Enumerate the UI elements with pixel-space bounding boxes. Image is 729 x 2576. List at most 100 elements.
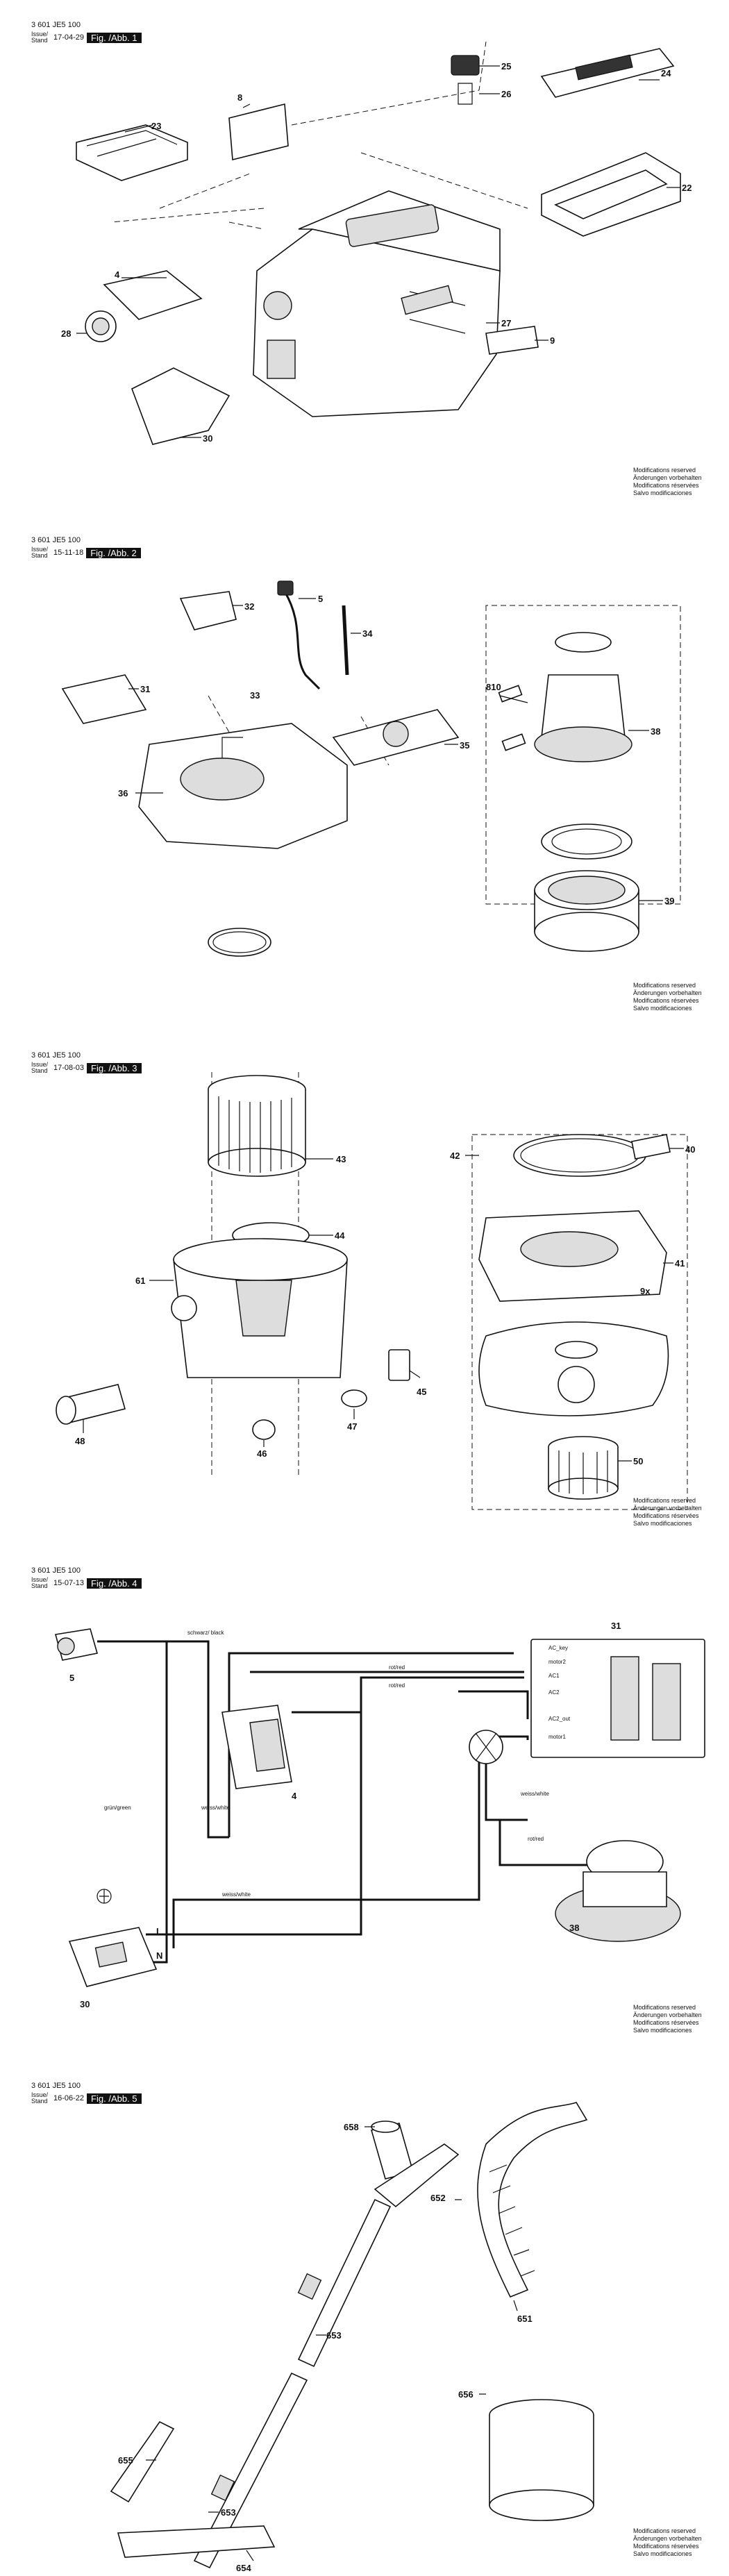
issue-date: 16-06-22 <box>53 2093 85 2102</box>
callout-25: 25 <box>501 61 511 72</box>
callout-labels: 23 8 25 26 24 22 4 28 27 9 30 <box>61 61 692 444</box>
sheet-header: 3 601 JE5 100 Issue/ Stand 17-04-29 Fig.… <box>31 21 142 44</box>
issue-label: Issue/ Stand <box>31 31 49 44</box>
wire-label-red-1: rot/red <box>389 1664 405 1671</box>
part-number: 3 601 JE5 100 <box>31 2082 81 2090</box>
modifications-note: Modifications reserved Änderungen vorbeh… <box>633 2527 702 2558</box>
callout-652: 652 <box>430 2193 446 2203</box>
issue-label: Issue/ Stand <box>31 1576 49 1589</box>
mod-fr: Modifications réservées <box>633 2543 699 2550</box>
callout-8: 8 <box>237 92 242 103</box>
callout-651: 651 <box>517 2314 533 2324</box>
mod-en: Modifications reserved <box>633 982 696 989</box>
accessories-view: 658 652 651 653 655 656 653 654 <box>110 2102 594 2573</box>
pin-n: N <box>156 1950 162 1961</box>
terminal-motor2: motor2 <box>548 1659 566 1665</box>
wire-label-white-1: weiss/white <box>201 1805 230 1811</box>
callout-42: 42 <box>450 1151 460 1161</box>
callout-653-upper: 653 <box>326 2330 342 2341</box>
part-number: 3 601 JE5 100 <box>31 536 81 544</box>
exploded-view-1: 23 8 25 26 24 22 4 28 27 9 30 <box>61 41 692 445</box>
issue-label: Issue/ Stand <box>31 1061 49 1074</box>
part-number: 3 601 JE5 100 <box>31 1051 81 1060</box>
issue-date: 17-04-29 <box>53 33 85 42</box>
mod-de: Änderungen vorbehalten <box>633 474 702 481</box>
callout-41: 41 <box>675 1258 685 1269</box>
modifications-note: Modifications reserved Änderungen vorbeh… <box>633 1497 702 1528</box>
terminal-ac2: AC2 <box>548 1689 560 1696</box>
mod-es: Salvo modificaciones <box>633 490 692 496</box>
callout-4: 4 <box>115 269 120 280</box>
mod-en: Modifications reserved <box>633 467 696 474</box>
callout-labels: 32 5 34 31 33 35 810 38 36 39 <box>118 594 674 906</box>
callout-38: 38 <box>651 726 660 737</box>
sheet-fig-1: 3 601 JE5 100 Issue/ Stand 17-04-29 Fig.… <box>0 0 729 515</box>
callout-32: 32 <box>244 601 254 612</box>
callout-43: 43 <box>336 1154 346 1164</box>
part-number: 3 601 JE5 100 <box>31 1566 81 1575</box>
mod-es: Salvo modificaciones <box>633 1005 692 1012</box>
callout-24: 24 <box>661 68 671 78</box>
wire-label-white-2: weiss/white <box>520 1791 549 1797</box>
mod-fr: Modifications réservées <box>633 482 699 489</box>
wire-label-green: grün/green <box>104 1805 131 1811</box>
exploded-view-2: 32 5 34 31 33 35 810 38 36 39 <box>61 580 681 957</box>
terminal-motor1: motor1 <box>548 1734 566 1740</box>
figure-label: Fig. /Abb. 3 <box>87 1062 142 1073</box>
callout-39: 39 <box>664 896 674 906</box>
sheet-fig-5: 3 601 JE5 100 Issue/ Stand 16-06-22 Fig.… <box>0 2061 729 2576</box>
mod-de: Änderungen vorbehalten <box>633 2012 702 2018</box>
callout-30: 30 <box>203 433 212 444</box>
wire-label-red-3: rot/red <box>528 1836 544 1842</box>
modifications-note: Modifications reserved Änderungen vorbeh… <box>633 2004 702 2034</box>
issue-date: 15-07-13 <box>53 1578 85 1587</box>
issue-date: 15-11-18 <box>53 548 84 557</box>
terminal-ac-key: AC_key <box>548 1645 568 1651</box>
mod-fr: Modifications réservées <box>633 2019 699 2026</box>
terminals: AC_key motor2 AC1 AC2 AC2_out motor1 <box>548 1645 571 1740</box>
callout-656: 656 <box>458 2389 474 2400</box>
mod-fr: Modifications réservées <box>633 1512 699 1519</box>
wire-label-red-2: rot/red <box>389 1682 405 1689</box>
callout-9: 9 <box>550 335 555 346</box>
mod-en: Modifications reserved <box>633 2004 696 2011</box>
callout-9x: 9x <box>640 1286 651 1296</box>
callout-28: 28 <box>61 328 71 339</box>
terminal-ac2-out: AC2_out <box>548 1716 571 1722</box>
issue-date: 17-08-03 <box>53 1063 85 1072</box>
figure-label: Fig. /Abb. 1 <box>87 32 142 43</box>
mod-fr: Modifications réservées <box>633 997 699 1004</box>
callout-38: 38 <box>569 1923 579 1933</box>
callout-22: 22 <box>682 183 692 193</box>
exploded-view-3: 43 42 40 44 61 41 9x 45 47 48 46 50 <box>56 1072 695 1510</box>
callout-48: 48 <box>75 1436 85 1446</box>
mod-de: Änderungen vorbehalten <box>633 2535 702 2542</box>
mod-en: Modifications reserved <box>633 1497 696 1504</box>
figure-label: Fig. /Abb. 4 <box>87 1578 142 1589</box>
pin-l: L <box>156 1926 162 1937</box>
callout-26: 26 <box>501 89 511 99</box>
sheet-fig-3: 3 601 JE5 100 Issue/ Stand 17-08-03 Fig.… <box>0 1030 729 1546</box>
mod-es: Salvo modificaciones <box>633 1520 692 1527</box>
callout-4: 4 <box>292 1791 297 1801</box>
wire-label-black: schwarz/ black <box>187 1630 224 1636</box>
terminal-ac1: AC1 <box>548 1673 560 1679</box>
wire-label-white-3: weiss/white <box>221 1891 251 1898</box>
callout-35: 35 <box>460 740 469 751</box>
callout-31: 31 <box>611 1621 621 1631</box>
sheet-fig-2: 3 601 JE5 100 Issue/ Stand 15-11-18 Fig.… <box>0 515 729 1030</box>
callout-34: 34 <box>362 628 373 639</box>
callout-61: 61 <box>135 1276 145 1286</box>
callout-44: 44 <box>335 1230 345 1241</box>
callout-653-lower: 653 <box>221 2507 236 2518</box>
callout-45: 45 <box>417 1387 426 1397</box>
figure-label: Fig. /Abb. 5 <box>87 2093 142 2104</box>
callout-33: 33 <box>250 690 260 701</box>
callout-31: 31 <box>140 684 150 694</box>
callout-40: 40 <box>685 1144 695 1155</box>
callout-810: 810 <box>486 682 501 692</box>
callout-27: 27 <box>501 318 511 328</box>
callout-654: 654 <box>236 2563 251 2573</box>
mod-de: Änderungen vorbehalten <box>633 1505 702 1512</box>
callout-labels: 43 42 40 44 61 41 9x 45 47 48 46 50 <box>75 1144 695 1466</box>
